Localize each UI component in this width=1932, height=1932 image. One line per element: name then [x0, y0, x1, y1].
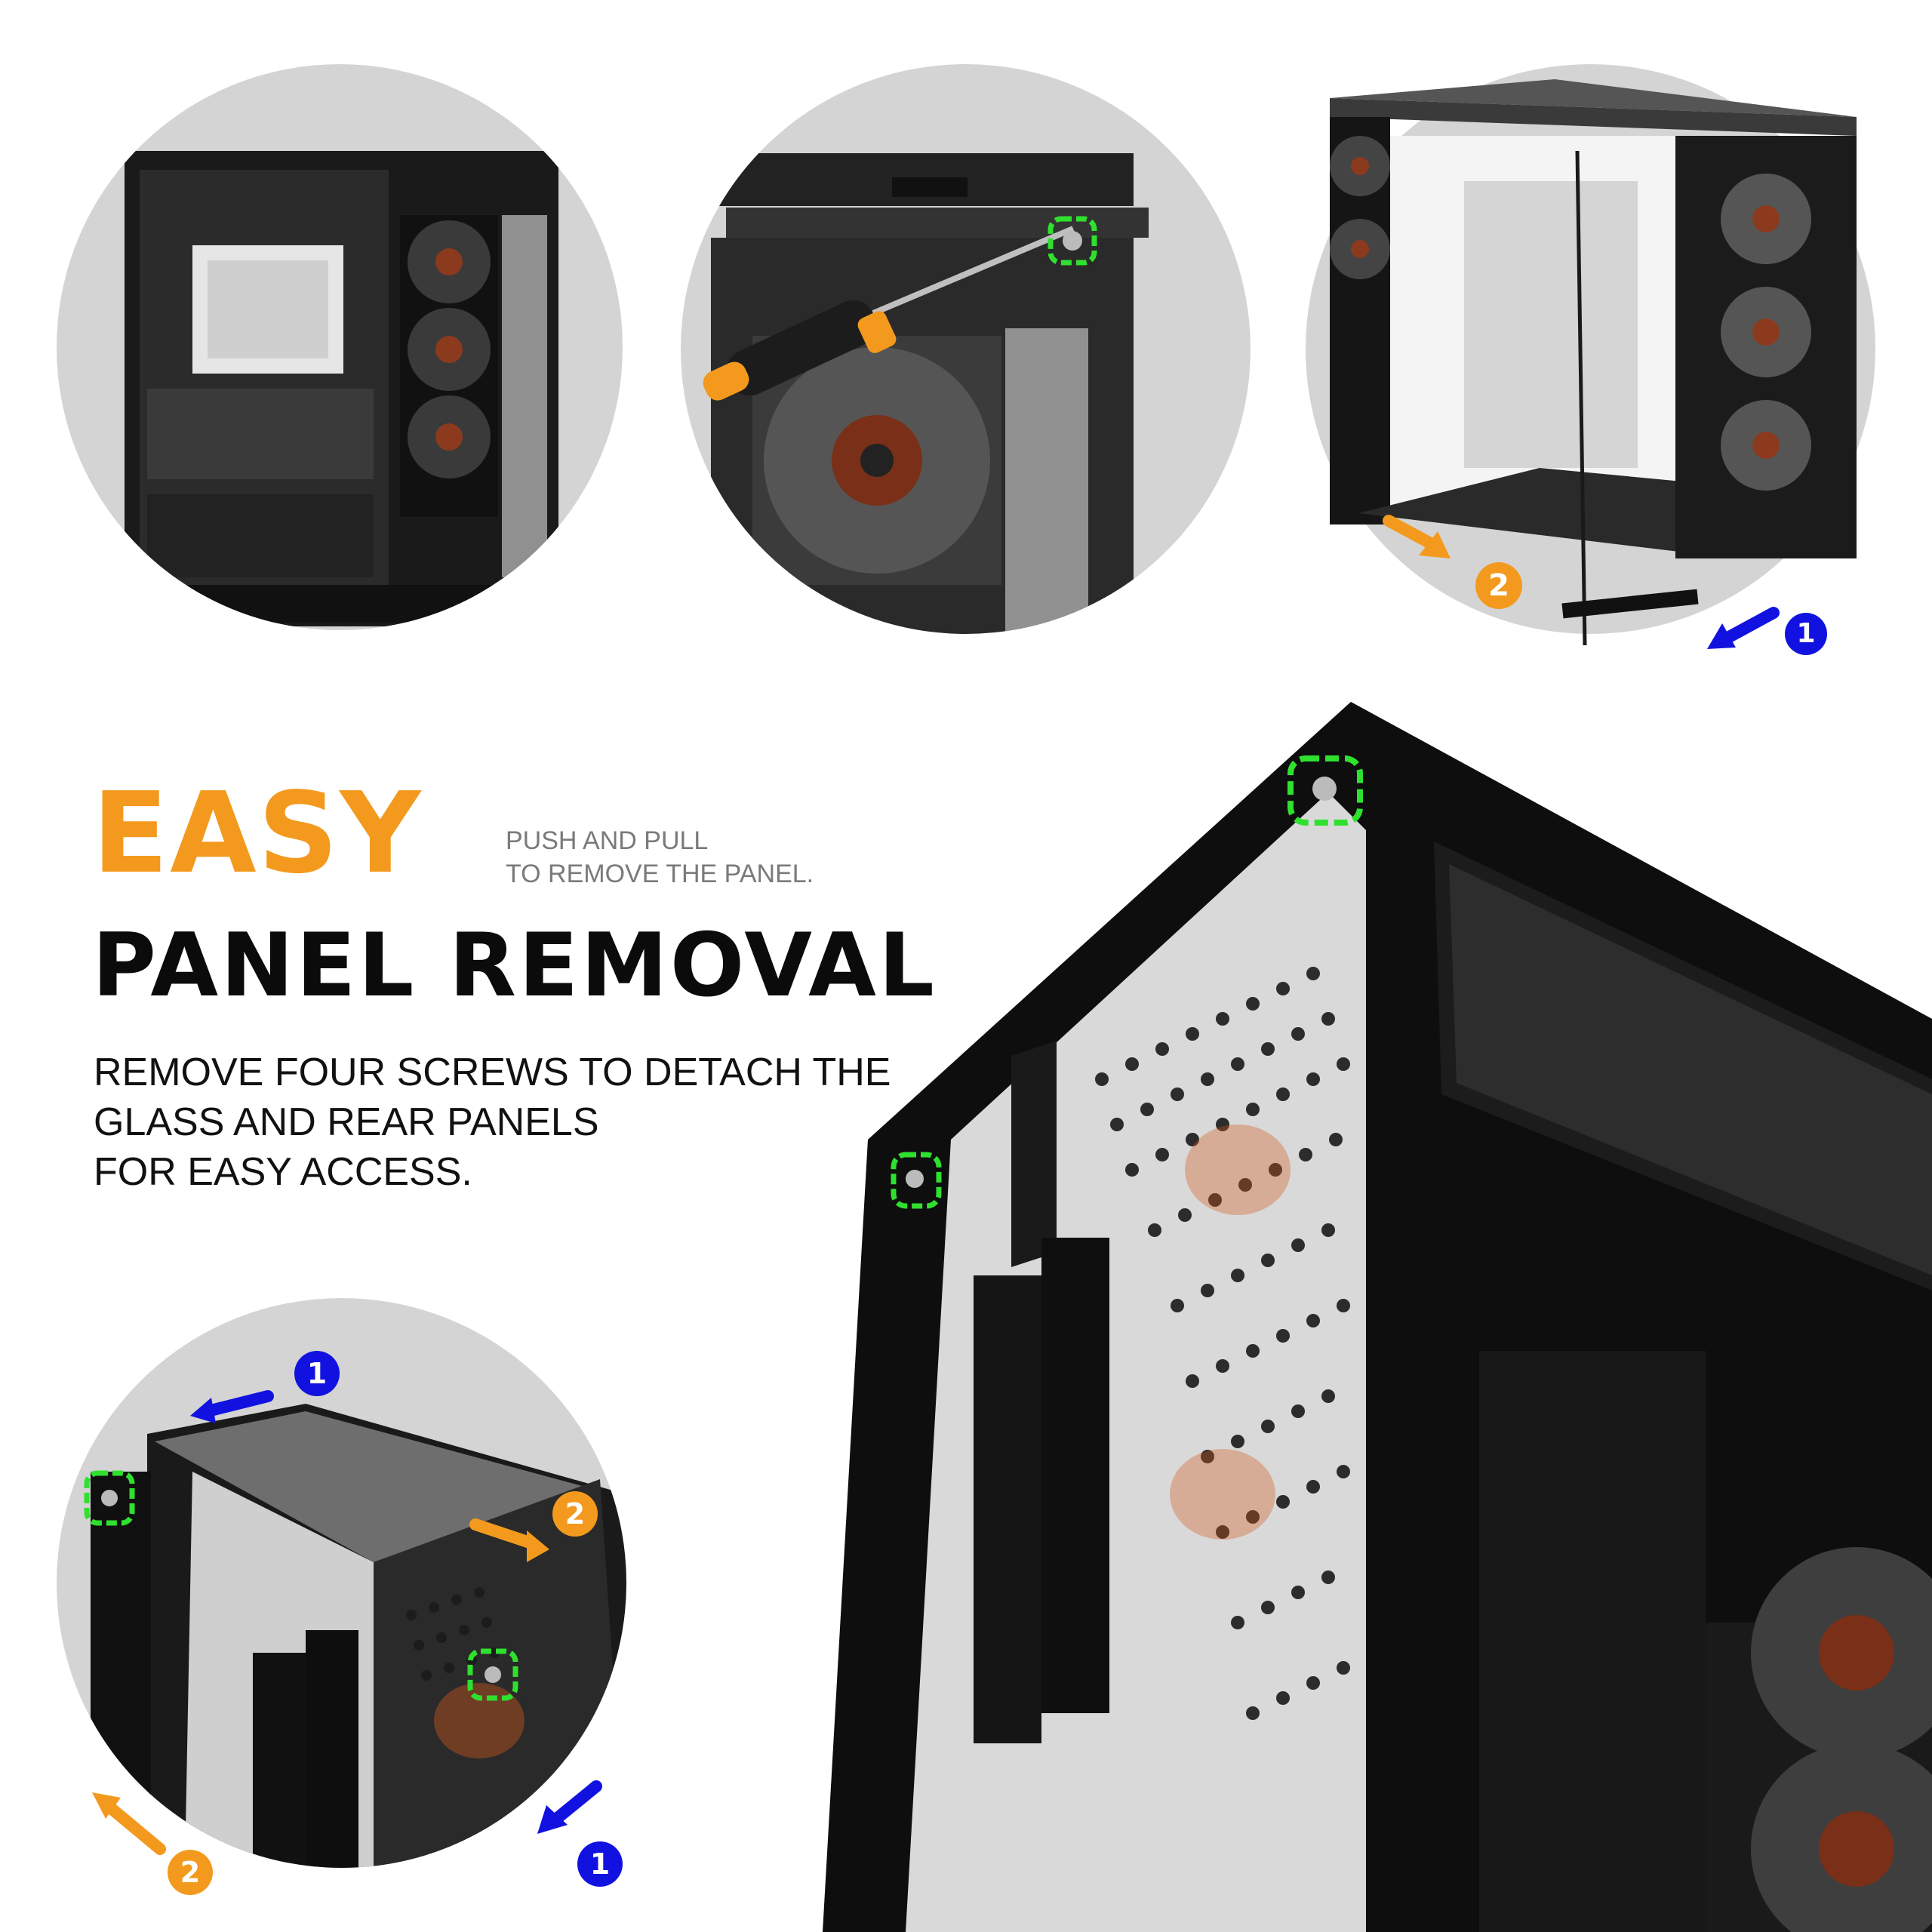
screwdriver-illustration	[681, 153, 1149, 634]
description: REMOVE FOUR SCREWS TO DETACH THE GLASS A…	[94, 1048, 891, 1197]
arrow-step-1-bottom-top-icon	[190, 1390, 274, 1423]
badge-step-1-top: 1	[1785, 613, 1827, 655]
description-line-1: REMOVE FOUR SCREWS TO DETACH THE	[94, 1051, 891, 1094]
note-line-1: PUSH AND PULL	[506, 826, 709, 855]
badge-step-1-bottom-top: 1	[294, 1351, 340, 1396]
screw-highlight-side	[891, 1152, 942, 1209]
push-pull-note: PUSH AND PULL TO REMOVE THE PANEL.	[506, 824, 814, 891]
description-line-2: GLASS AND REAR PANELS	[94, 1100, 599, 1144]
arrow-step-1-bottom-right-icon	[537, 1780, 602, 1834]
screwdriver-view-circle	[681, 64, 1251, 634]
arrow-step-2-bottom-left-icon	[92, 1792, 166, 1855]
screwdriver-icon	[703, 226, 1075, 401]
rear-panel-arrows	[92, 1390, 602, 1855]
headline-main: PANEL REMOVAL	[92, 915, 937, 1017]
case-interior-illustration	[125, 151, 558, 626]
interior-view-circle	[57, 64, 623, 630]
main-case-render	[823, 702, 1932, 1932]
badge-step-1-bottom-right: 1	[577, 1841, 623, 1887]
note-line-2: TO REMOVE THE PANEL.	[506, 860, 814, 888]
screw-highlight-top	[1287, 755, 1363, 826]
badge-step-2-bottom-right: 2	[552, 1491, 598, 1537]
glass-panel-illustration	[1330, 79, 1857, 649]
screw-highlight-left	[84, 1470, 135, 1526]
fan-stack	[400, 215, 498, 517]
headline-accent: EASY	[92, 768, 423, 898]
arrow-step-2-bottom-right-icon	[469, 1518, 549, 1562]
screw-highlight-right	[467, 1648, 518, 1701]
badge-step-2-bottom-left: 2	[168, 1850, 213, 1895]
arrow-step-2-icon	[1383, 515, 1451, 558]
badge-step-2-top: 2	[1475, 562, 1522, 609]
arrow-step-1-icon	[1707, 607, 1780, 649]
case-fan	[752, 336, 1001, 585]
screw-highlight	[1048, 216, 1097, 266]
description-line-3: FOR EASY ACCESS.	[94, 1150, 472, 1194]
